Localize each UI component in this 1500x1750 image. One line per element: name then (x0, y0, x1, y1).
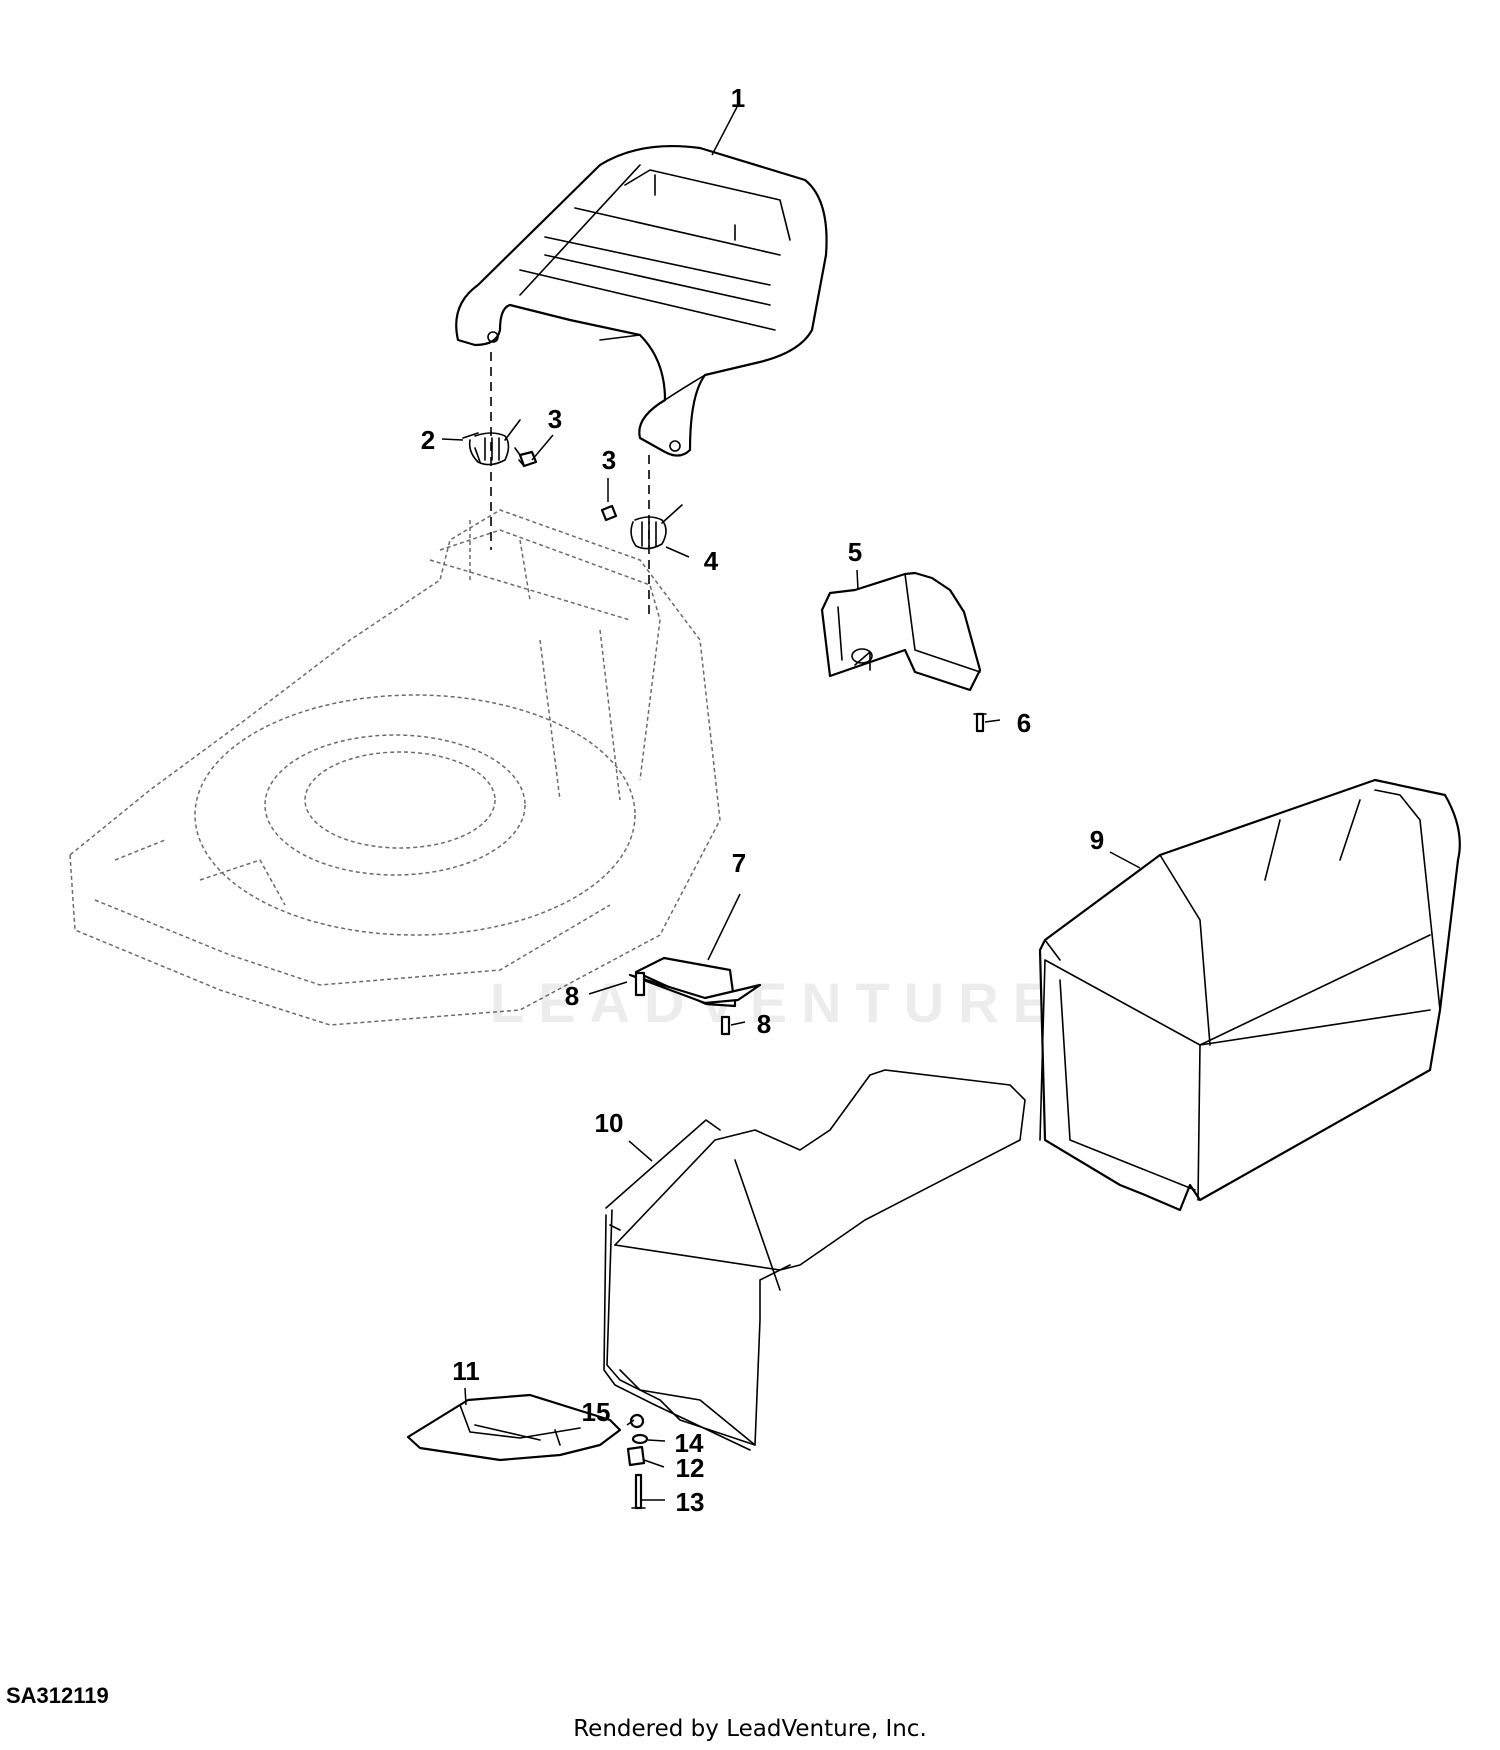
spring-right (630, 504, 683, 550)
callout-14: 14 (675, 1428, 704, 1458)
mower-deck-phantom (69, 509, 721, 1026)
rear-flap (455, 144, 828, 457)
figure-id: SA312119 (6, 1683, 109, 1708)
callout-8-right: 8 (757, 1009, 771, 1039)
callout-4: 4 (704, 546, 719, 576)
callout-7: 7 (732, 848, 746, 878)
callout-6: 6 (1017, 708, 1031, 738)
leader-lines (441, 106, 1141, 1501)
callout-3-left: 3 (548, 404, 562, 434)
callout-11: 11 (452, 1356, 480, 1386)
callout-3-right: 3 (602, 445, 616, 475)
render-credit: Rendered by LeadVenture, Inc. (573, 1716, 927, 1742)
screw-8-upper (634, 971, 646, 997)
callout-1: 1 (731, 83, 745, 113)
grass-bag (1038, 778, 1461, 1212)
screw-8-lower (720, 1015, 731, 1036)
callout-15: 15 (582, 1397, 611, 1427)
screw-6 (973, 712, 987, 733)
chute-flap (406, 1393, 622, 1462)
deflector-plate (628, 956, 762, 1008)
pin-left (514, 447, 538, 468)
watermark-logo: LEADVENTURE (490, 971, 1065, 1034)
spring-left (462, 419, 521, 466)
nut-15 (629, 1413, 645, 1429)
callout-2: 2 (421, 425, 435, 455)
callout-9: 9 (1090, 825, 1104, 855)
pin-right (600, 504, 618, 522)
callout-12: 12 (676, 1453, 705, 1483)
bag-frame (603, 1069, 1026, 1451)
screw-13 (631, 1473, 646, 1510)
callout-5: 5 (848, 537, 862, 567)
washer-14 (631, 1433, 649, 1445)
callout-13: 13 (676, 1487, 705, 1517)
bracket (820, 571, 982, 692)
callout-10: 10 (595, 1108, 624, 1138)
callout-8-left: 8 (565, 981, 579, 1011)
callouts: 1 2 3 3 4 5 6 7 8 8 9 10 11 12 13 14 15 (421, 83, 1104, 1517)
clip-12 (626, 1445, 646, 1467)
